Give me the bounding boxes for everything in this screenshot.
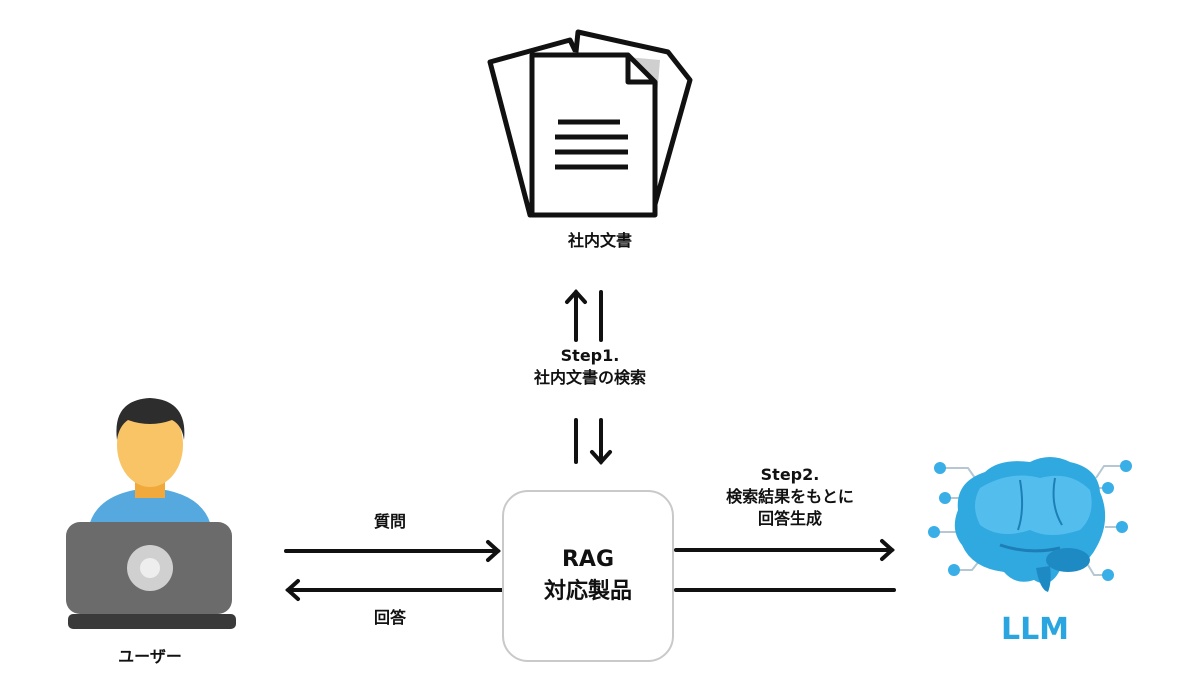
llm-label: LLM [1000, 612, 1070, 647]
step2-line3: 回答生成 [757, 509, 822, 528]
step2-line2: 検索結果をもとに [726, 487, 854, 506]
step1-line2: 社内文書の検索 [533, 368, 646, 387]
step1-label: Step1. 社内文書の検索 [500, 345, 680, 389]
question-label: 質問 [373, 512, 406, 531]
answer-label: 回答 [373, 608, 406, 627]
laptop-icon [66, 522, 236, 629]
rag-line1: RAG [561, 547, 615, 572]
step2-label: Step2. 検索結果をもとに 回答生成 [690, 464, 890, 530]
user-icon [88, 398, 212, 530]
rag-product-box: RAG 対応製品 [502, 490, 674, 662]
brain-icon [928, 457, 1132, 592]
documents-icon [487, 29, 693, 218]
rag-line2: 対応製品 [543, 579, 632, 604]
step2-arrows [674, 539, 896, 592]
step2-line1: Step2. [760, 465, 820, 484]
documents-label: 社内文書 [567, 231, 632, 250]
step1-arrows [565, 289, 612, 465]
question-arrow [284, 540, 501, 562]
step1-line1: Step1. [560, 346, 620, 365]
user-label: ユーザー [118, 647, 182, 666]
answer-arrow [285, 579, 504, 601]
